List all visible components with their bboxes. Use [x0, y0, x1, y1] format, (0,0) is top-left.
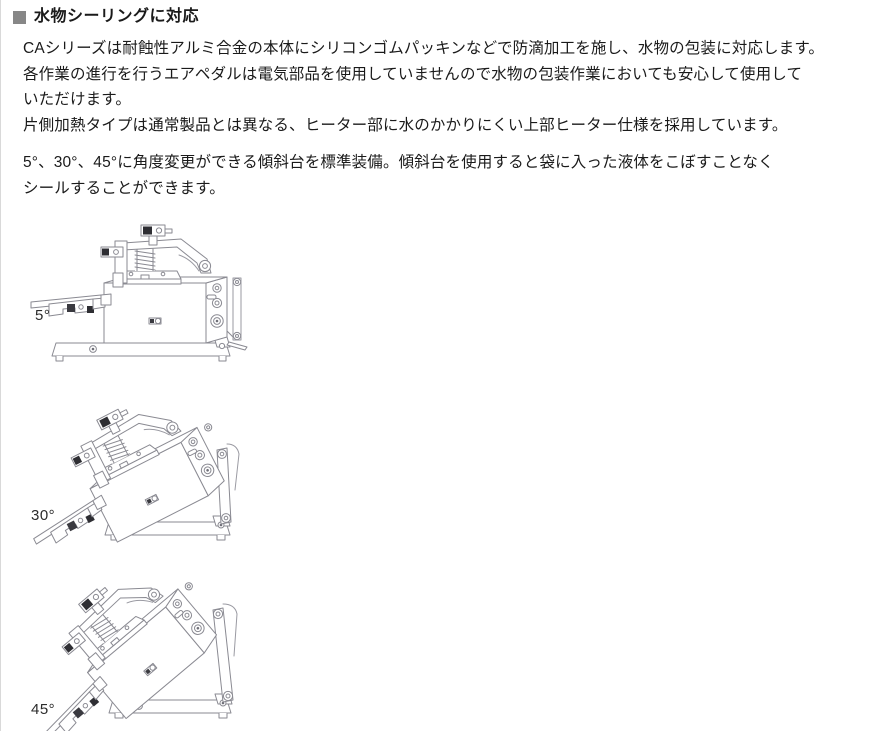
sealer-diagram-5deg — [30, 224, 291, 365]
paragraph-2: 5°、30°、45°に角度変更ができる傾斜台を標準装備。傾斜台を使用すると袋に入… — [23, 154, 774, 197]
paragraph-1: CAシリーズは耐蝕性アルミ合金の本体にシリコンゴムパッキンなどで防滴加工を施し、… — [23, 40, 825, 134]
page-title: 水物シーリングに対応 — [34, 8, 200, 25]
angle-label-30deg: 30° — [31, 507, 56, 524]
sealer-line-drawing-5deg — [30, 224, 248, 362]
sealer-diagram-45deg — [31, 566, 291, 731]
angle-label-5deg: 5° — [35, 307, 51, 324]
sealer-diagram-30deg — [31, 398, 291, 548]
page-heading: 水物シーリングに対応 — [13, 9, 199, 25]
sealer-line-drawing-45deg — [43, 582, 238, 731]
body-text-block: CAシリーズは耐蝕性アルミ合金の本体にシリコンゴムパッキンなどで防滴加工を施し、… — [23, 36, 875, 201]
angle-label-45deg: 45° — [31, 701, 56, 718]
square-bullet-icon — [13, 10, 26, 24]
sealer-line-drawing-30deg — [33, 408, 240, 545]
